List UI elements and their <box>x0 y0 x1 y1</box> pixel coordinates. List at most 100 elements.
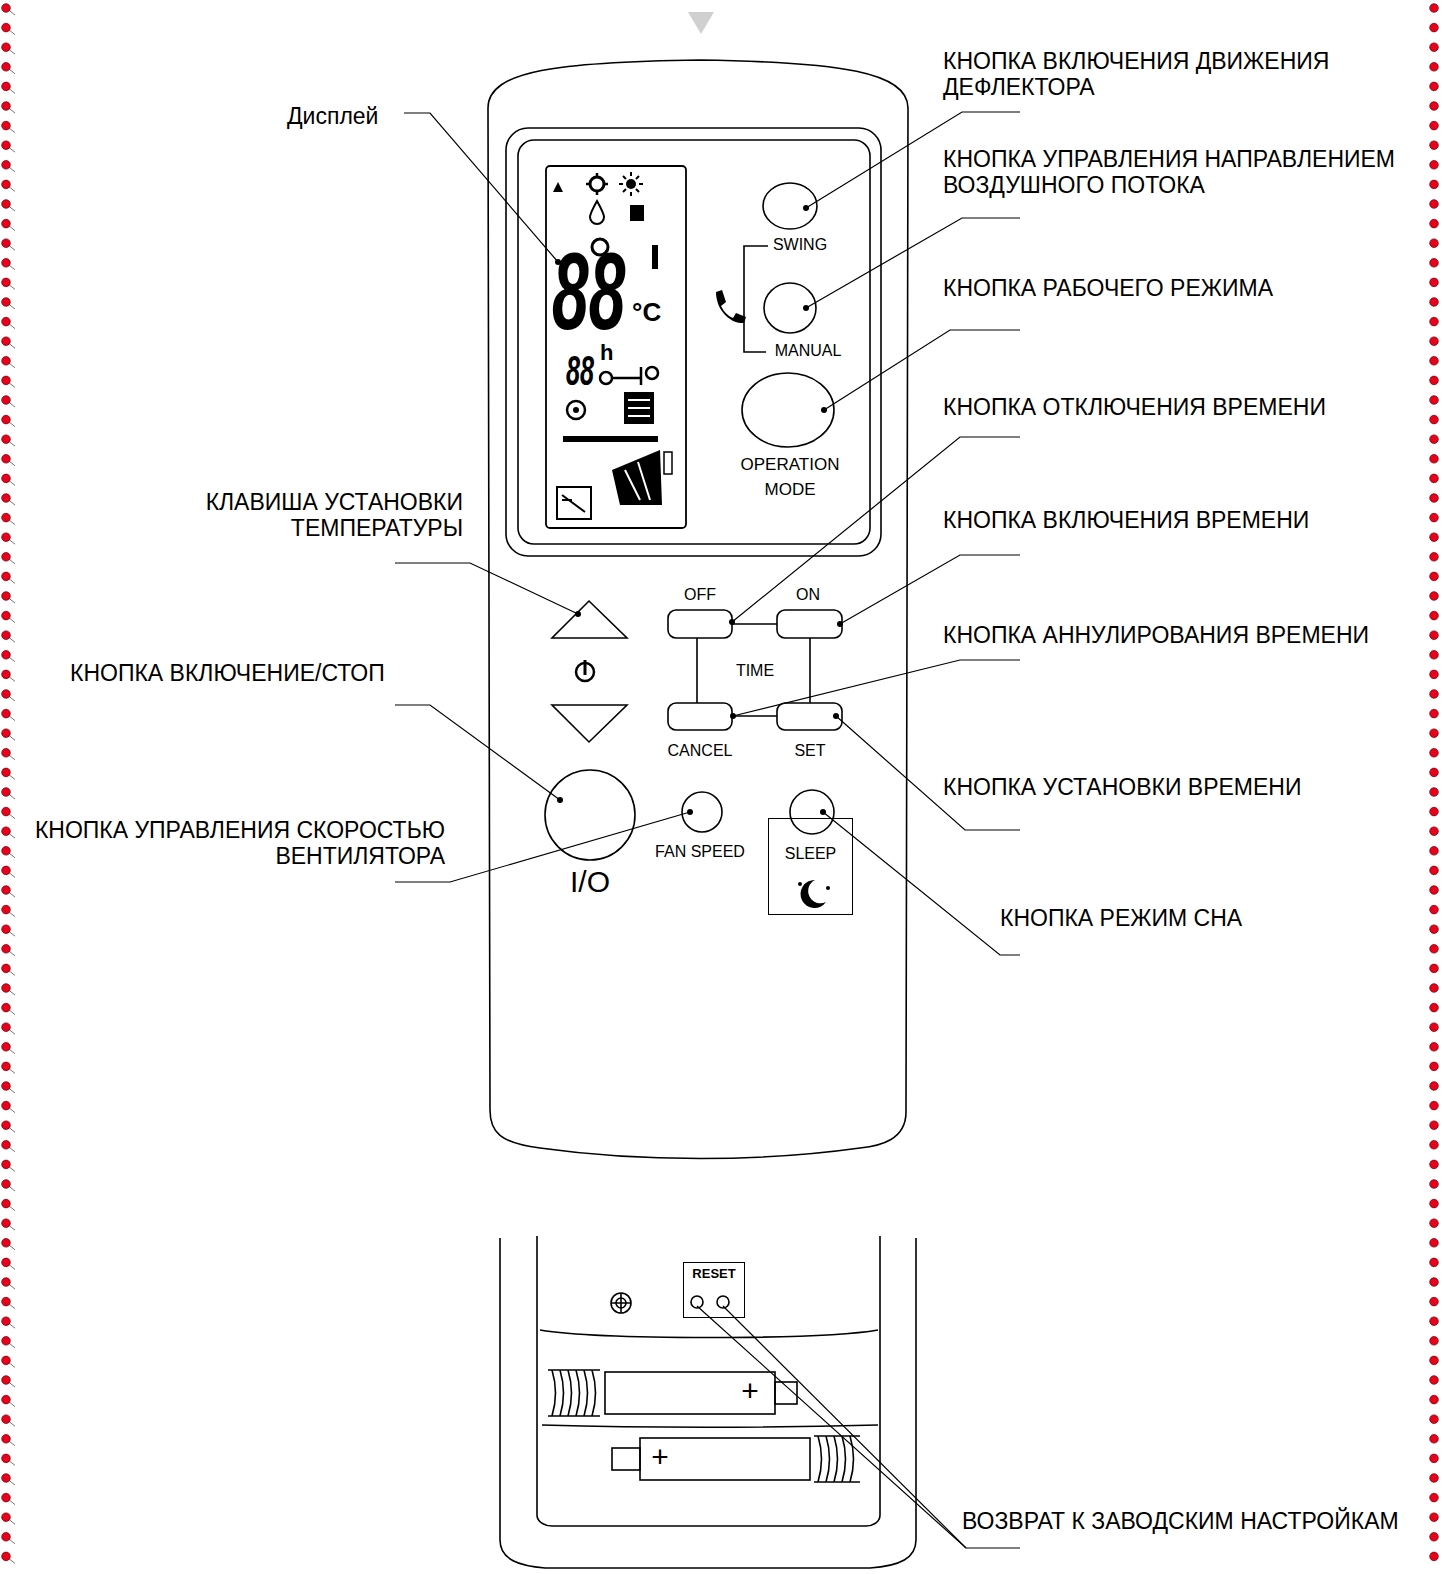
button-label: ON <box>796 586 820 604</box>
border-pin <box>2 1552 15 1563</box>
polarity-mark: + <box>651 1440 669 1475</box>
pin-head <box>2 1454 11 1463</box>
lcd-icons-part <box>664 452 672 474</box>
remote-buttons-part <box>584 660 587 675</box>
remote-buttons-part <box>790 790 834 834</box>
callout-label: КНОПКА УПРАВЛЕНИЯ СКОРОСТЬЮ ВЕНТИЛЯТОРА <box>5 817 445 870</box>
border-pin <box>2 866 15 877</box>
pin-head <box>2 827 11 836</box>
leader-dot <box>575 611 581 617</box>
border-dot <box>1430 1082 1439 1091</box>
border-dot <box>1430 611 1439 620</box>
border-dot <box>1430 4 1439 13</box>
border-pin <box>2 513 15 524</box>
border-dot <box>1430 1533 1439 1542</box>
pin-head <box>2 631 11 640</box>
callout-label: КНОПКА ВКЛЮЧЕНИЯ ДВИЖЕНИЯ ДЕФЛЕКТОРА <box>943 48 1413 101</box>
lcd-icons-part <box>573 407 579 413</box>
leader-dot <box>837 621 843 627</box>
border-pin <box>2 729 15 740</box>
border-pin <box>2 553 15 564</box>
node-text: RESET <box>684 1266 744 1281</box>
border-pin <box>2 1160 15 1171</box>
lcd-screen <box>546 166 686 528</box>
leader-dot <box>729 619 735 625</box>
border-dot <box>1430 768 1439 777</box>
border-pin <box>2 415 15 426</box>
border-dot <box>1430 1180 1439 1189</box>
border-dot <box>1430 415 1439 424</box>
border-dot <box>1430 259 1439 268</box>
border-dot <box>1430 1493 1439 1502</box>
border-pin <box>2 435 15 446</box>
lcd-icons-part <box>567 401 585 419</box>
battery-compartment-part <box>611 1293 631 1313</box>
remote-buttons-part <box>826 886 830 890</box>
border-pin <box>2 141 15 152</box>
border-pin <box>2 964 15 975</box>
lcd-icons-part <box>612 450 662 505</box>
leader-line <box>723 1306 966 1548</box>
pin-head <box>2 1493 11 1502</box>
pin-head <box>2 455 11 464</box>
pin-head <box>2 82 11 91</box>
battery-compartment-part <box>611 1293 631 1313</box>
border-dot <box>1430 572 1439 581</box>
lcd-icons-part <box>586 173 608 195</box>
remote-buttons-part <box>801 880 826 908</box>
lcd-icons-part <box>624 392 654 424</box>
lcd-unit: h <box>600 340 613 365</box>
border-dot <box>1430 474 1439 483</box>
border-pin <box>2 788 15 799</box>
button-label: FAN SPEED <box>655 843 745 861</box>
border-pin <box>2 1356 15 1367</box>
pin-head <box>2 670 11 679</box>
pin-head <box>2 1376 11 1385</box>
pin-head <box>2 23 11 32</box>
leader-dot <box>821 407 827 413</box>
pin-head <box>2 121 11 130</box>
lcd-icons-part <box>619 172 643 196</box>
border-dot <box>1430 239 1439 248</box>
lcd-icons-part <box>563 436 658 442</box>
pin-head <box>2 1062 11 1071</box>
leader-line <box>395 563 578 614</box>
border-pin <box>2 23 15 34</box>
button-label: SWING <box>773 236 827 254</box>
pin-head <box>2 494 11 503</box>
border-pin <box>2 651 15 662</box>
border-pin <box>2 1023 15 1034</box>
remote-body <box>488 60 908 1159</box>
border-dot <box>1430 1160 1439 1169</box>
border-pin <box>2 121 15 132</box>
pin-head <box>2 376 11 385</box>
border-dot <box>1430 1337 1439 1346</box>
leader-line <box>836 716 1020 830</box>
pin-head <box>2 611 11 620</box>
border-pin <box>2 611 15 622</box>
pin-head <box>2 1160 11 1169</box>
battery-compartment-part <box>612 1448 640 1470</box>
border-pin <box>2 259 15 270</box>
pin-head <box>2 1356 11 1365</box>
callout-label: КЛАВИША УСТАНОВКИ ТЕМПЕРАТУРЫ <box>133 489 463 542</box>
callout-label: Дисплей <box>287 103 378 129</box>
border-pin <box>2 1533 15 1544</box>
border-pin <box>2 1219 15 1230</box>
battery-compartment-part <box>640 1438 810 1480</box>
border-pin <box>2 847 15 858</box>
battery-compartment-part <box>605 1372 775 1414</box>
pin-head <box>2 1082 11 1091</box>
border-pin <box>2 1141 15 1152</box>
pin-head <box>2 141 11 150</box>
pin-head <box>2 180 11 189</box>
border-pin <box>2 690 15 701</box>
border-pin <box>2 1258 15 1269</box>
border-dot <box>1430 141 1439 150</box>
leader-dot <box>687 809 693 815</box>
pin-head <box>2 768 11 777</box>
reset-panel: RESET <box>683 1262 745 1318</box>
battery-compartment-part <box>500 1238 916 1568</box>
border-dot <box>1430 807 1439 816</box>
pin-head <box>2 1121 11 1130</box>
